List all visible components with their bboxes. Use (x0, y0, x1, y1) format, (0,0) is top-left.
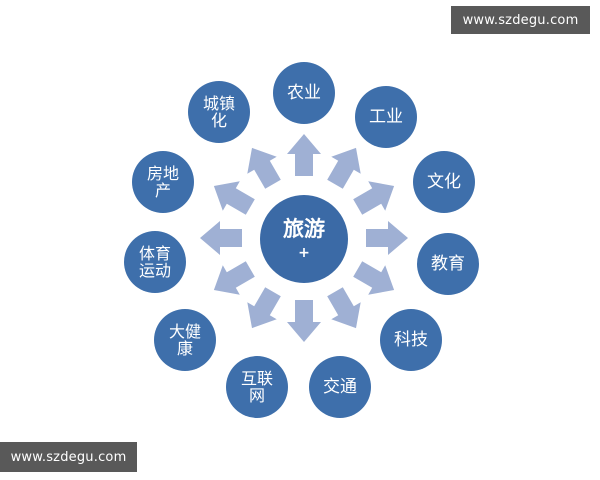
node-technology[interactable]: 科技 (380, 309, 442, 371)
radial-arrow (353, 261, 395, 295)
watermark-top-right: www.szdegu.com (451, 6, 590, 34)
node-label: 化 (210, 111, 227, 130)
radial-arrow (247, 287, 281, 329)
node-urbanization[interactable]: 城镇化 (188, 81, 250, 143)
node-label: 文化 (427, 171, 461, 192)
radial-arrow (213, 261, 255, 295)
radial-arrow (353, 181, 395, 215)
node-label: 互联 (240, 368, 273, 388)
node-label: 城镇 (202, 93, 235, 113)
radial-arrow (287, 134, 321, 176)
radial-arrow (247, 147, 281, 189)
node-industry[interactable]: 工业 (355, 86, 417, 148)
node-label: 运动 (138, 261, 171, 280)
node-internet[interactable]: 互联网 (226, 356, 288, 418)
node-label: 网 (248, 386, 265, 405)
watermark-bottom-left: www.szdegu.com (0, 442, 137, 472)
node-label: 房地 (146, 163, 179, 183)
node-center-tourism[interactable]: 旅游 + (260, 195, 348, 283)
node-label: 产 (154, 181, 171, 200)
node-agriculture[interactable]: 农业 (273, 62, 335, 124)
radial-arrow (327, 147, 361, 189)
node-education[interactable]: 教育 (417, 233, 479, 295)
radial-arrow (213, 181, 255, 215)
node-label: 科技 (394, 329, 428, 350)
node-label: 教育 (431, 253, 465, 274)
center-label: 旅游 (283, 217, 325, 242)
radial-arrow (200, 221, 242, 255)
radial-arrow (287, 300, 321, 342)
node-culture[interactable]: 文化 (413, 151, 475, 213)
node-label: 体育 (138, 243, 171, 263)
node-transport[interactable]: 交通 (309, 356, 371, 418)
node-label: 农业 (287, 82, 321, 103)
node-real-estate[interactable]: 房地产 (132, 151, 194, 213)
node-sports[interactable]: 体育运动 (124, 231, 186, 293)
node-label: 康 (176, 339, 193, 358)
node-label: 工业 (369, 106, 403, 127)
radial-arrow (327, 287, 361, 329)
node-label: 交通 (323, 376, 357, 397)
radial-arrow (366, 221, 408, 255)
node-label: 大健 (168, 321, 201, 341)
node-big-health[interactable]: 大健康 (154, 309, 216, 371)
center-plus-symbol: + (298, 244, 310, 261)
